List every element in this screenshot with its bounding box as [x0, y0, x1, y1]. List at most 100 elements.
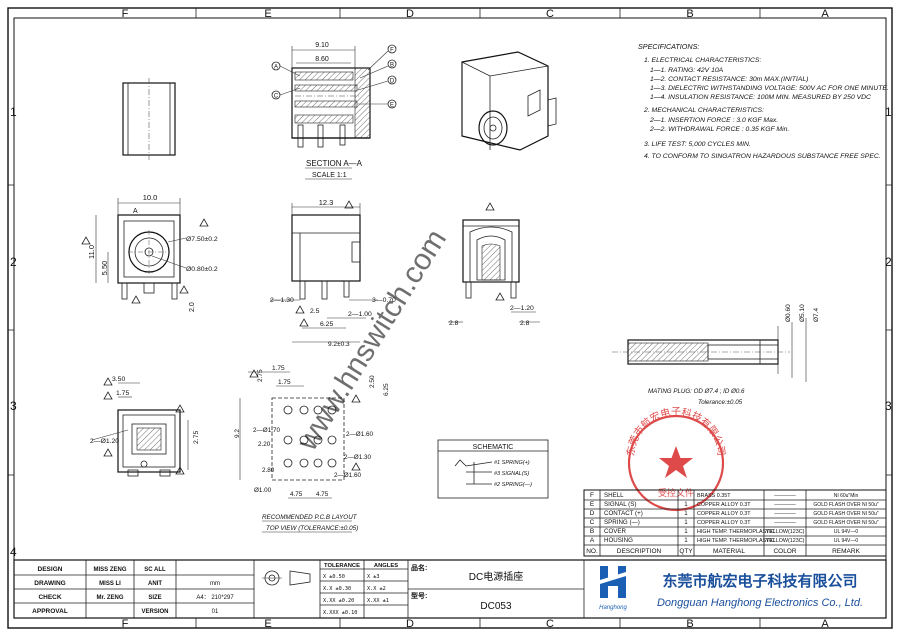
bom-cell-qty: 1: [684, 537, 688, 544]
bom-cell-qty: 1: [684, 501, 688, 508]
tb-tolerance-header: TOLERANCE: [324, 563, 360, 569]
bom-header-material: MATERIAL: [713, 548, 745, 555]
col-label-bottom-c: C: [546, 618, 554, 630]
col-label-top-d: D: [406, 8, 414, 20]
bom-cell-qty: 1: [684, 519, 688, 526]
mating-plug-view: Ø0.60 Ø5.10 Ø7.4 MATING PLUG: OD Ø7.4 ; …: [612, 304, 820, 406]
schematic-title: SCHEMATIC: [473, 444, 514, 451]
tb-ang-2: X.XX ±1: [367, 598, 389, 604]
bom-cell-no: B: [590, 528, 594, 535]
tb-val-version: 01: [212, 609, 219, 615]
back-dim-2-8-right: 2.8: [520, 320, 530, 327]
side-dim-3-0-70: 3—0.70: [372, 297, 396, 304]
bottom-dim-2-75: 2.75: [193, 431, 200, 444]
tri-mark: [351, 394, 361, 403]
section-a-a-view: 9.10 8.60 A C F B D E SECTION A—A SCALE …: [271, 42, 397, 180]
pcb-dim-2-dia-1-60-a: 2—Ø1.60: [346, 431, 373, 438]
callout-c: C: [274, 94, 279, 100]
callout-d: D: [390, 79, 395, 85]
pcb-dim-2-dia-1-30: 2—Ø1.30: [344, 454, 371, 461]
tb-label-drawing: DRAWING: [34, 580, 65, 587]
col-label-top-b: B: [686, 8, 693, 20]
pcb-dim-2-80: 2.80: [262, 467, 275, 474]
plug-dim-dia-5-10: Ø5.10: [799, 304, 806, 322]
callout-a: A: [274, 65, 278, 71]
row-label-left-4: 4: [10, 545, 17, 559]
tb-val-unit: mm: [210, 581, 220, 587]
pcb-dim-4-75-a: 4.75: [290, 491, 303, 498]
spec-line-9: 4. TO CONFORM TO SINGATRON HAZARDOUS SUB…: [644, 153, 881, 160]
bom-header-color: COLOR: [773, 548, 796, 555]
side-dim-2-1-00: 2—1.00: [348, 311, 372, 318]
tri-mark: [351, 462, 361, 471]
bom-cell-color: ————: [774, 502, 796, 508]
bom-cell-mat: HIGH TEMP. THERMOPLASTIC: [697, 529, 775, 535]
bom-cell-desc: HOUSING: [604, 537, 633, 544]
pcb-dim-2-dia-1-70: 2—Ø1.70: [253, 427, 280, 434]
col-label-bottom-e: E: [264, 618, 271, 630]
bom-cell-mat: COPPER ALLOY 0.3T: [697, 511, 751, 517]
company-name-cn: 东莞市航宏电子科技有限公司: [662, 572, 857, 590]
bom-cell-mat: BRASS 0.35T: [697, 493, 731, 499]
tri-mark: [81, 236, 91, 245]
tb-model-label: 型号:: [411, 591, 427, 600]
bottom-dim-2-dia-1-20: 2—Ø1.20: [90, 438, 119, 445]
bom-cell-remark: UL 94V—0: [834, 538, 858, 544]
tri-mark: [295, 305, 305, 314]
tb-product-name: DC电源插座: [469, 570, 523, 583]
bom-cell-desc: SIGNAL (S): [604, 501, 636, 508]
front-dim-dia-0-80: Ø0.80±0.2: [186, 266, 218, 273]
row-label-left-3: 3: [10, 399, 17, 413]
front-dim-dia-7-50: Ø7.50±0.2: [186, 236, 218, 243]
tri-mark: [103, 391, 113, 400]
bom-cell-no: D: [590, 510, 595, 517]
specifications-block: SPECIFICATIONS: 1. ELECTRICAL CHARACTERI…: [638, 42, 889, 160]
col-label-bottom-b: B: [686, 618, 693, 630]
tb-label-check: CHECK: [38, 594, 61, 601]
front-dim-11-0: 11.0: [87, 245, 96, 259]
column-markers: F E D C B A F E D C B A: [122, 8, 829, 630]
plug-caption-1: MATING PLUG: OD Ø7.4 ; ID Ø0.6: [648, 388, 745, 395]
bom-cell-qty: 1: [684, 528, 688, 535]
front-dim-2-0: 2.0: [189, 302, 196, 312]
tb-angles-header: ANGLES: [374, 563, 398, 569]
bom-cell-remark: GOLD FLASH OVER NI 50u": [813, 502, 878, 508]
col-label-top-c: C: [546, 8, 554, 20]
tb-label-approval: APPROVAL: [32, 608, 68, 615]
row-label-right-2: 2: [885, 255, 892, 269]
tri-mark: [199, 218, 209, 227]
bom-cell-mat: HIGH TEMP. THERMOPLASTIC: [697, 538, 775, 544]
bom-cell-color: YELLOW(123C): [766, 529, 805, 535]
callout-b: B: [390, 63, 394, 69]
tb-tol-1: X.X ±0.30: [323, 586, 351, 592]
spec-line-7: 2—2. WITHDRAWAL FORCE : 0.35 KGF Min.: [649, 126, 789, 133]
schematic-line-3: #3 SIGNAL(S): [494, 471, 529, 477]
tb-name-check: Mr. ZENG: [96, 595, 123, 601]
side-dim-6-25: 6.25: [320, 321, 333, 328]
row-label-left-1: 1: [10, 105, 17, 119]
front-dim-5-50: 5.50: [100, 261, 109, 276]
bottom-dim-1-75: 1.75: [116, 390, 129, 397]
bom-cell-color: ————: [774, 511, 796, 517]
side-dim-12-3: 12.3: [319, 198, 334, 207]
tb-model-value: DC053: [480, 601, 512, 612]
tb-tol-0: X ±0.50: [323, 574, 345, 580]
schematic-line-2: #2 SPRING(—): [494, 482, 532, 488]
pcb-dim-6-25: 6.25: [383, 383, 390, 396]
bom-cell-remark: GOLD FLASH OVER NI 50u": [813, 520, 878, 526]
title-block: DESIGN DRAWING CHECK APPROVAL MISS ZENG …: [13, 559, 887, 619]
bom-cell-color: ————: [774, 520, 796, 526]
plug-caption-2: Tolerance:±0.05: [698, 399, 743, 406]
bom-cell-no: C: [590, 519, 595, 526]
spec-line-5: 2. MECHANICAL CHARACTERISTICS:: [643, 107, 764, 114]
back-view: 2—1.20 2.8 2.8: [448, 202, 540, 327]
col-label-bottom-d: D: [406, 618, 414, 630]
section-title: SECTION A—A: [306, 159, 363, 168]
tb-col2-unit: ANIT: [148, 581, 162, 587]
hanghong-logo: Hanghong: [596, 563, 630, 611]
spec-line-0: 1. ELECTRICAL CHARACTERISTICS:: [644, 57, 761, 64]
watermark-text: www.hnswitch.com: [290, 224, 453, 457]
section-dim-9-10: 9.10: [315, 42, 329, 49]
outer-frame: [7, 7, 893, 629]
bom-cell-qty: 1: [684, 510, 688, 517]
